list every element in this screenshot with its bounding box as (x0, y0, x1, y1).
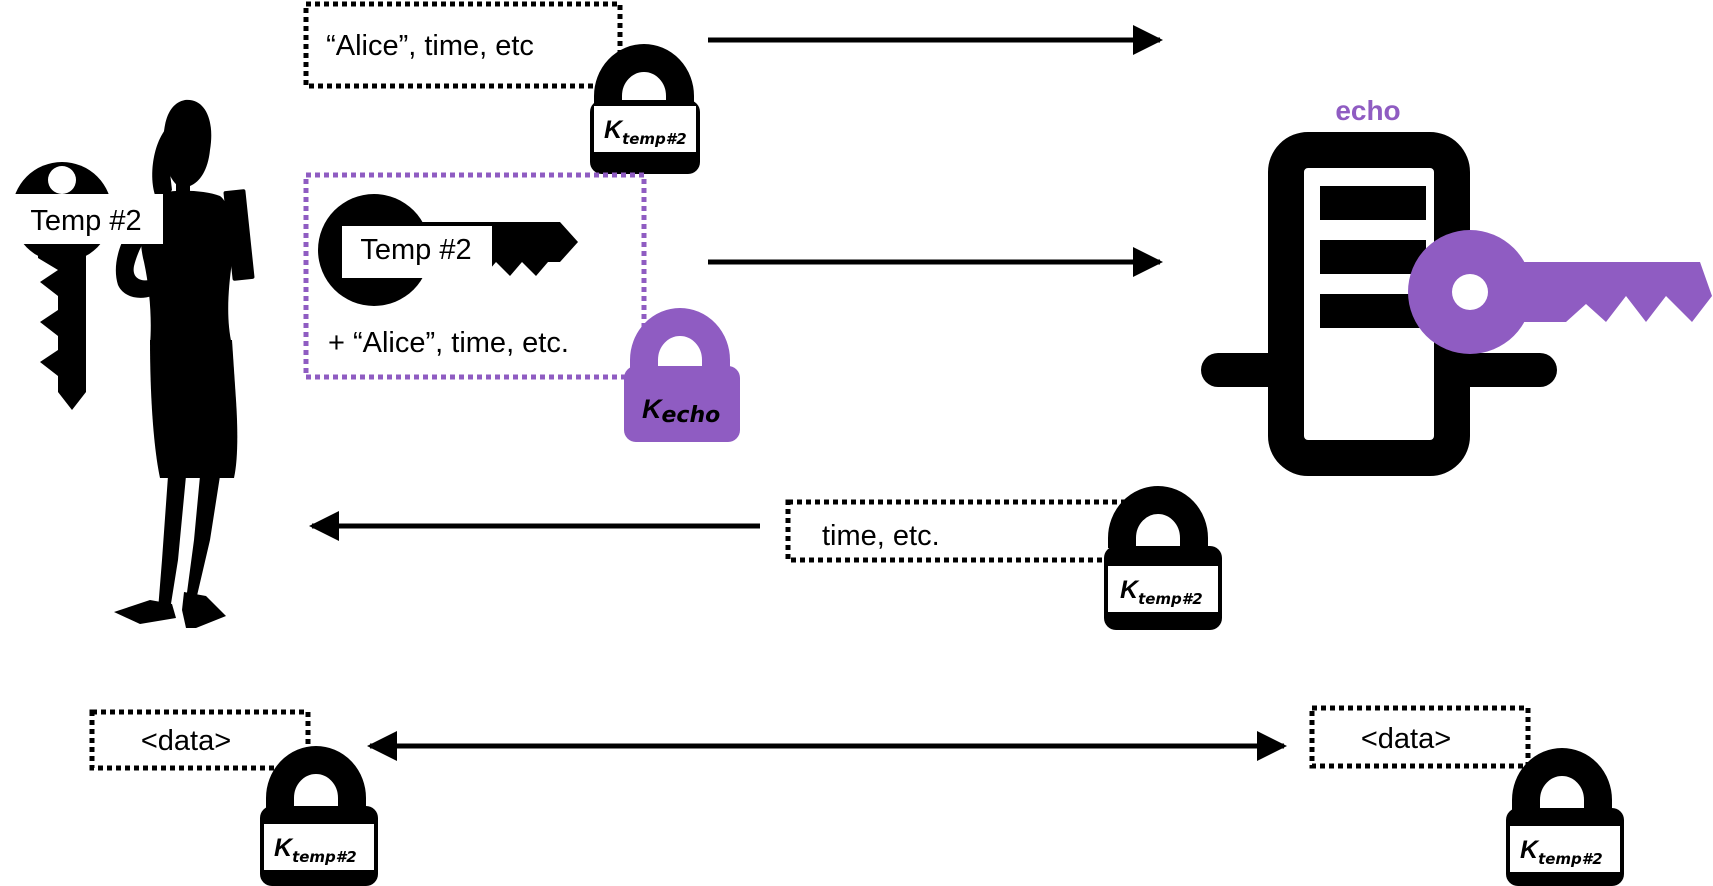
svg-text:Ktemp#2: Ktemp#2 (1520, 836, 1603, 868)
message-2-text: + “Alice”, time, etc. (328, 327, 569, 359)
lock-subscript: temp#2 (1138, 590, 1203, 608)
alice-key-label: Temp #2 (30, 205, 141, 237)
svg-text:Ktemp#2: Ktemp#2 (274, 834, 357, 866)
data-exchange: <data> Ktemp#2 <data> Ktemp#2 (89, 705, 1624, 886)
message-1-text: “Alice”, time, etc (326, 30, 534, 62)
lock-icon: Kecho (624, 308, 740, 442)
data-left: <data> Ktemp#2 (89, 709, 378, 886)
woman-silhouette-icon (114, 99, 255, 628)
lock-k: K (604, 116, 624, 144)
data-left-text: <data> (141, 725, 231, 757)
svg-text:Ktemp#2: Ktemp#2 (1120, 576, 1203, 608)
server-icon (1201, 132, 1557, 476)
echo-server: echo (1201, 95, 1712, 476)
alice-key-label-box (8, 194, 163, 244)
data-left-box (89, 709, 311, 771)
temp-key-label-box (342, 226, 492, 278)
temp-key: Temp #2 (318, 194, 578, 306)
lock-subscript: temp#2 (1538, 850, 1603, 868)
lock-icon: Ktemp#2 (1506, 748, 1624, 886)
svg-text:Ktemp#2: Ktemp#2 (604, 116, 687, 148)
lock-k: K (642, 394, 664, 424)
lock-subscript: echo (662, 403, 721, 428)
data-right: <data> Ktemp#2 (1309, 705, 1624, 886)
lock-k: K (1520, 836, 1540, 864)
message-3-text: time, etc. (822, 520, 940, 552)
lock-subscript: temp#2 (292, 848, 357, 866)
data-right-box (1309, 705, 1531, 769)
lock-k: K (1120, 576, 1140, 604)
lock-icon: Ktemp#2 (590, 44, 700, 174)
message-1: “Alice”, time, etc Ktemp#2 (303, 1, 1163, 174)
alice-key: Temp #2 (8, 162, 163, 410)
svg-text:Kecho: Kecho (642, 394, 720, 428)
lock-subscript: temp#2 (622, 130, 687, 148)
lock-icon: Ktemp#2 (260, 746, 378, 886)
temp-key-label: Temp #2 (360, 234, 471, 266)
server-label: echo (1335, 95, 1400, 126)
message-3: time, etc. Ktemp#2 (309, 486, 1222, 630)
echo-key-icon (1408, 230, 1712, 354)
message-2: Temp #2 + “Alice”, time, etc. Kecho (303, 172, 1163, 442)
lock-k: K (274, 834, 294, 862)
data-right-text: <data> (1361, 723, 1451, 755)
message-1-box (303, 1, 623, 89)
lock-icon: Ktemp#2 (1104, 486, 1222, 630)
